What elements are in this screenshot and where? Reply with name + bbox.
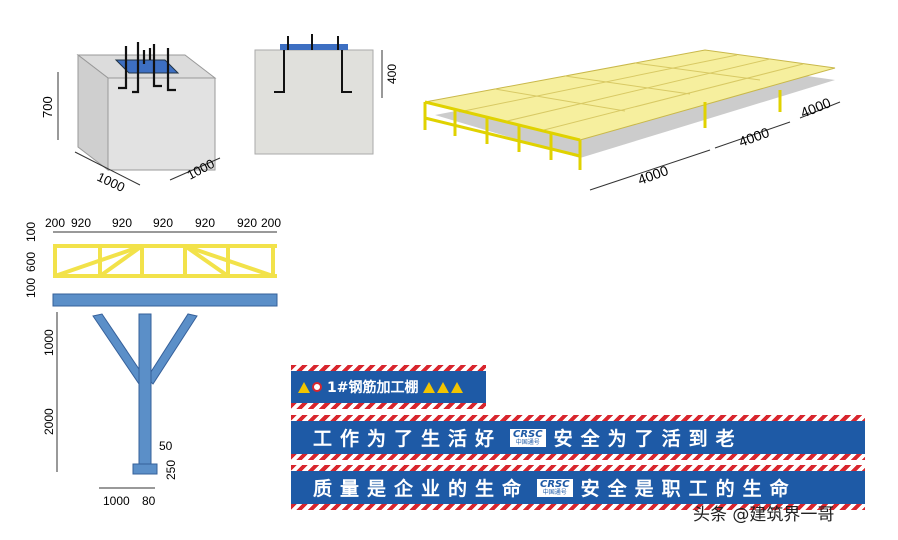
top-dim-2: 920 (71, 216, 91, 230)
warning-icon (437, 381, 450, 393)
section-bolts (274, 34, 352, 93)
crsc-logo-bottom: 中国通号 (542, 488, 567, 496)
shed-elevation-drawing: 200 920 920 920 920 920 200 100 600 100 … (24, 216, 281, 508)
banner-title: 1#钢筋加工棚 (327, 380, 419, 396)
anchor-bolts (118, 42, 176, 94)
truss-dim-3: 100 (24, 278, 38, 298)
bottom-dim-1000: 1000 (103, 494, 130, 508)
column-dim-1000: 1000 (42, 329, 56, 356)
dim-width-1000: 1000 (95, 169, 128, 195)
cube-side-face (107, 77, 216, 171)
crsc-logo: CRSC 中国通号 (510, 428, 546, 447)
truss-dim-1: 100 (24, 222, 38, 242)
top-dim-3: 920 (112, 216, 132, 230)
embed-plate (114, 59, 180, 74)
column-dim-2000: 2000 (42, 408, 56, 435)
top-dim-4: 920 (153, 216, 173, 230)
slogan-banner-2: 质量是企业的生命 CRSC 中国通号 安全是职工的生命 (291, 465, 865, 510)
dim-height-700: 700 (40, 96, 55, 118)
slogan-2-left: 质量是企业的生命 (313, 478, 530, 500)
top-dim-1: 200 (45, 216, 65, 230)
crsc-logo: CRSC 中国通号 (537, 478, 573, 497)
deck-grid (458, 54, 804, 132)
bottom-dim-80: 80 (142, 494, 156, 508)
top-dim-6: 920 (237, 216, 257, 230)
foundation-section-drawing: 400 (254, 34, 399, 155)
section-concrete (254, 49, 374, 155)
crsc-logo-bottom: 中国通号 (515, 438, 540, 446)
slogan-banner-1: 工作为了生活好 CRSC 中国通号 安全为了活到老 (291, 415, 865, 460)
slogan-2-right: 安全是职工的生命 (580, 478, 797, 500)
platform-dim-3: 4000 (798, 94, 833, 121)
yellow-truss (53, 244, 277, 278)
platform-dim-2: 4000 (737, 124, 772, 150)
blue-column (92, 313, 198, 475)
top-dim-7: 200 (261, 216, 281, 230)
platform-yellow-frame (423, 90, 782, 170)
title-banner: 1#钢筋加工棚 (291, 365, 486, 409)
section-plate (280, 44, 348, 50)
platform-dim-1: 4000 (636, 162, 671, 188)
watermark: 头条 @建筑界一哥 (693, 505, 835, 525)
top-dim-5: 920 (195, 216, 215, 230)
slogan-1-left: 工作为了生活好 (313, 428, 503, 450)
warning-icon (423, 381, 436, 393)
base-dim-250: 250 (164, 460, 178, 480)
top-dimension-row: 200 920 920 920 920 920 200 (45, 216, 281, 230)
foundation-3d-drawing: 700 1000 1000 (40, 42, 221, 195)
dim-section-400: 400 (385, 64, 399, 84)
slogan-1-right: 安全为了活到老 (553, 428, 743, 450)
crsc-logo-top: CRSC (513, 428, 543, 440)
left-dimension-column: 100 600 100 1000 2000 (24, 222, 56, 435)
platform-3d-drawing: 4000 4000 4000 (423, 49, 841, 191)
crsc-logo-top: CRSC (540, 478, 570, 490)
prohibit-icon (312, 382, 322, 392)
warning-icon (451, 381, 464, 393)
warning-icon (298, 381, 310, 393)
truss-dim-2: 600 (24, 252, 38, 272)
base-dim-50: 50 (159, 439, 173, 453)
blue-main-beam (52, 293, 278, 307)
